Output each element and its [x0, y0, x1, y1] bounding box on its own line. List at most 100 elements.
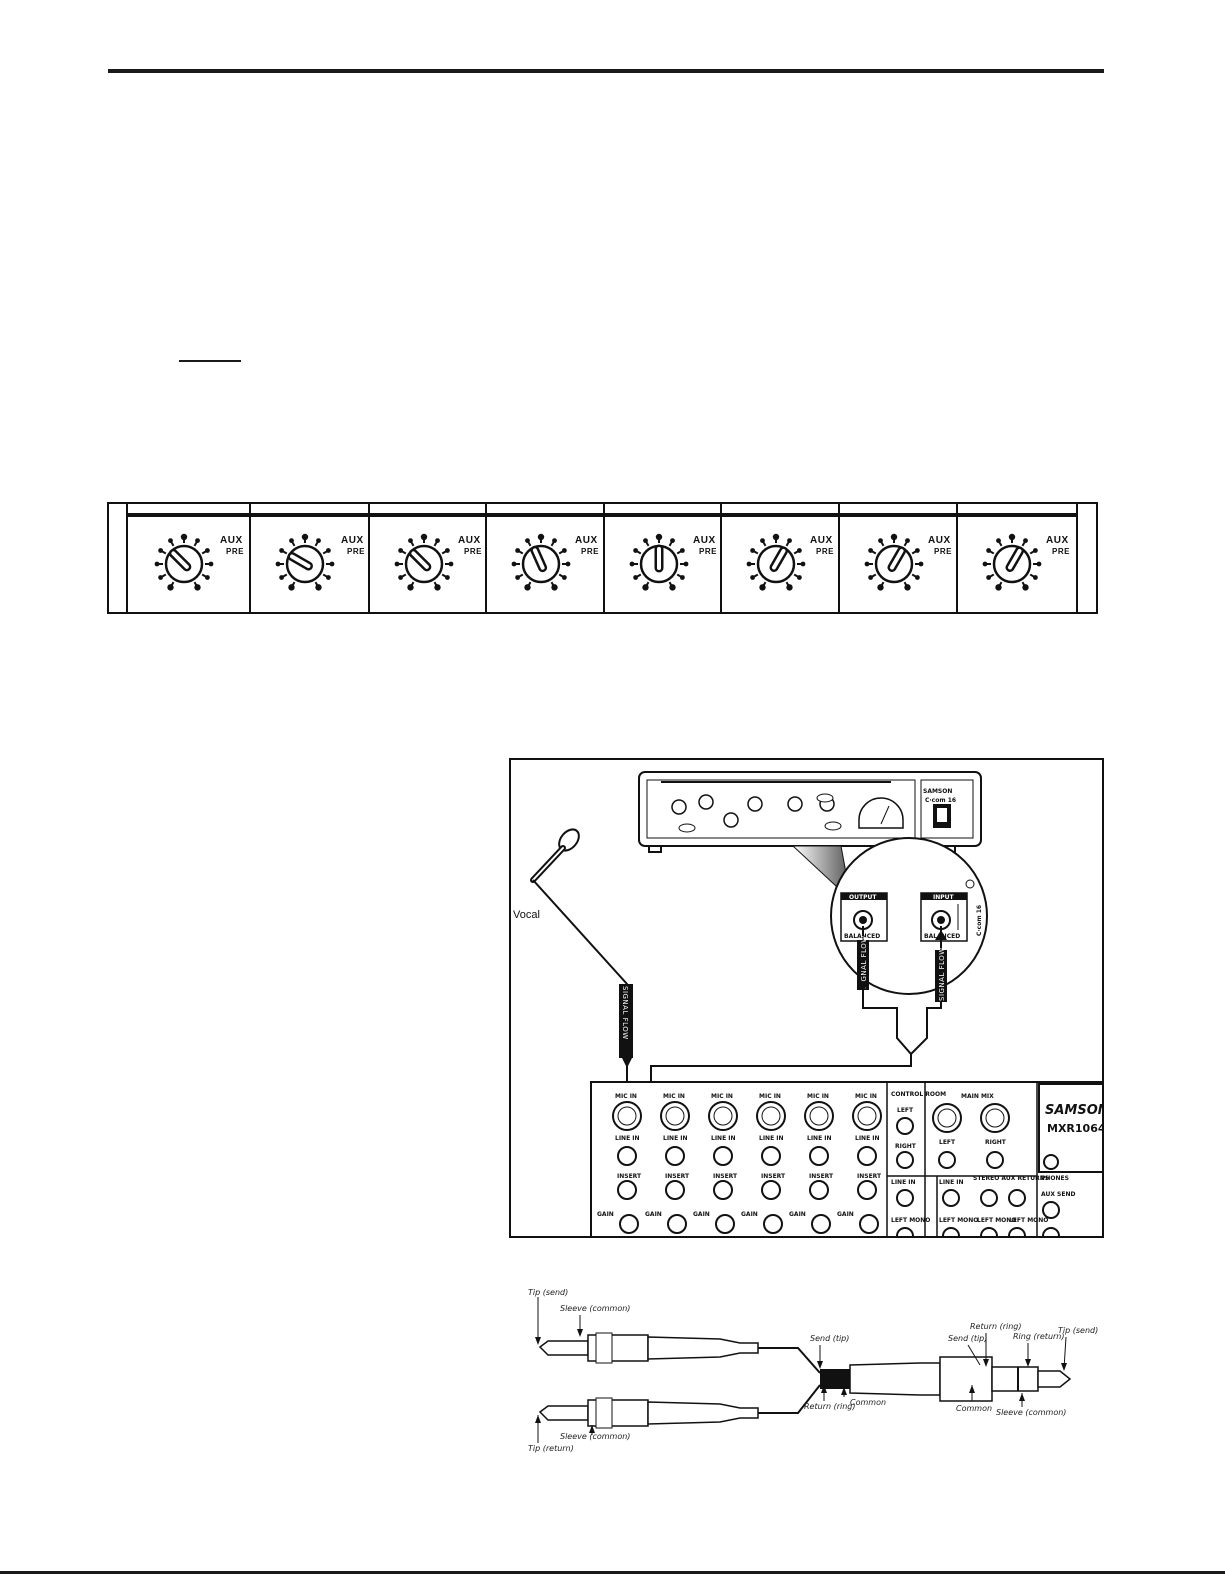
knob-tick: [668, 541, 673, 547]
knob-tick-dot: [515, 548, 521, 553]
knob-tick-dot: [642, 584, 649, 591]
knob-tick: [785, 541, 790, 547]
line-in-label-6: LINE IN: [855, 1135, 880, 1142]
trs-plug-top: [538, 1332, 759, 1364]
control-room-left-label: LEFT: [897, 1107, 914, 1114]
knob-tick-dot: [208, 561, 214, 567]
knob-tick: [201, 550, 207, 555]
aux-knob-icon[interactable]: [265, 524, 345, 604]
underline-mark: [179, 360, 241, 362]
knob-tick: [433, 541, 438, 547]
signal-flow-label-mic: SIGNAL FLOW: [621, 986, 629, 1040]
mic-cable: [532, 879, 628, 1092]
sleeve-common-right-label: Sleeve (common): [996, 1408, 1066, 1417]
knob-pointer: [171, 551, 189, 569]
knob-tick-dot: [643, 538, 648, 544]
zoom-detail: OUTPUT BALANCED INPUT BALANCED C·com 16: [830, 837, 988, 995]
aux-knob-icon[interactable]: [144, 524, 224, 604]
knob-tick: [410, 541, 415, 547]
knob-tick: [550, 541, 555, 547]
knob-tick-dot: [551, 584, 558, 591]
knob-tick: [322, 550, 328, 555]
knob-tick-dot: [561, 548, 567, 553]
return-wire: [758, 1384, 821, 1414]
knob-tick-dot: [325, 575, 331, 580]
signal-flow-arrow-mic: [621, 1056, 633, 1068]
knob-tick-dot: [204, 548, 210, 553]
aux-knob-icon[interactable]: [619, 524, 699, 604]
knob-tick-dot: [878, 538, 883, 544]
knob-tick: [753, 550, 759, 555]
knob-tick-dot: [633, 548, 639, 553]
line-in-label-stereo-2: LINE IN: [939, 1179, 964, 1186]
input-jack-label: INPUT: [933, 894, 955, 901]
knob-tick: [998, 541, 1003, 547]
knob-tick-dot: [398, 575, 404, 580]
knob-tick: [676, 573, 682, 578]
mic-in-label-5: MIC IN: [807, 1093, 829, 1100]
aux-knob-icon[interactable]: [972, 524, 1052, 604]
mic-in-label-4: MIC IN: [759, 1093, 781, 1100]
knob-pointer: [290, 554, 311, 568]
knob-tick: [636, 550, 642, 555]
knob-tick: [903, 541, 908, 547]
knob-tick: [676, 550, 682, 555]
knob-tick-dot: [996, 538, 1001, 544]
knob-tick-dot: [565, 561, 571, 567]
knob-tick-dot: [905, 538, 910, 544]
knob-tick: [193, 541, 198, 547]
knob-tick-dot: [655, 533, 663, 541]
diagram-canvas: SAMSON C·com 16 OUTPUT BALANCED INPUT: [513, 771, 1104, 1236]
line-in-label-4: LINE IN: [759, 1135, 784, 1142]
mixer-model: MXR1064: [1047, 1122, 1104, 1135]
cable-junction: [820, 1369, 850, 1389]
knob-tick: [753, 573, 759, 578]
insert-label-4: INSERT: [761, 1173, 786, 1180]
knob-tick-dot: [325, 548, 331, 553]
insert-label-6: INSERT: [857, 1173, 882, 1180]
mixer-brand: SAMSON: [1045, 1103, 1104, 1118]
signal-flow-arrow-input: [935, 930, 947, 940]
insert-label-2: INSERT: [665, 1173, 690, 1180]
gain-label-6: GAIN: [837, 1211, 854, 1218]
knob-tick-dot: [180, 533, 188, 541]
bottom-rule: [0, 1571, 1225, 1574]
strip-right-edge: [1076, 504, 1078, 612]
aux-send-label: AUX SEND: [1041, 1191, 1075, 1198]
knob-tick-dot: [329, 561, 335, 567]
knob-tick-dot: [786, 584, 793, 591]
knob-tick-dot: [633, 575, 639, 580]
knob-tick-dot: [1008, 533, 1016, 541]
knob-pointer: [890, 549, 904, 570]
line-in-label-1: LINE IN: [615, 1135, 640, 1142]
knob-tick-dot: [158, 575, 164, 580]
aux-knob-icon[interactable]: [384, 524, 464, 604]
knob-tick-dot: [315, 584, 322, 591]
knob-tick: [401, 550, 407, 555]
aux-knob-icon[interactable]: [736, 524, 816, 604]
knob-tick: [322, 573, 328, 578]
signal-flow-tag-input: [935, 950, 947, 1002]
knob-tick: [161, 573, 167, 578]
knob-tick-dot: [1023, 538, 1028, 544]
left-mono-label-4: LEFT MONO: [1009, 1217, 1048, 1224]
knob-tick: [282, 550, 288, 555]
knob-tick: [911, 573, 917, 578]
aux-knob-icon[interactable]: [854, 524, 934, 604]
tip-send-right-label: Tip (send): [1058, 1326, 1098, 1335]
mic-in-label-3: MIC IN: [711, 1093, 733, 1100]
mic-in-label-2: MIC IN: [663, 1093, 685, 1100]
knob-tick-dot: [204, 575, 210, 580]
knob-tick-dot: [670, 538, 675, 544]
tip-send-left-label: Tip (send): [528, 1288, 568, 1297]
knob-tick-dot: [914, 548, 920, 553]
line-in-label-5: LINE IN: [807, 1135, 832, 1142]
aux-knob-icon[interactable]: [501, 524, 581, 604]
knob-tick-dot: [511, 561, 517, 567]
knob-tick: [518, 550, 524, 555]
